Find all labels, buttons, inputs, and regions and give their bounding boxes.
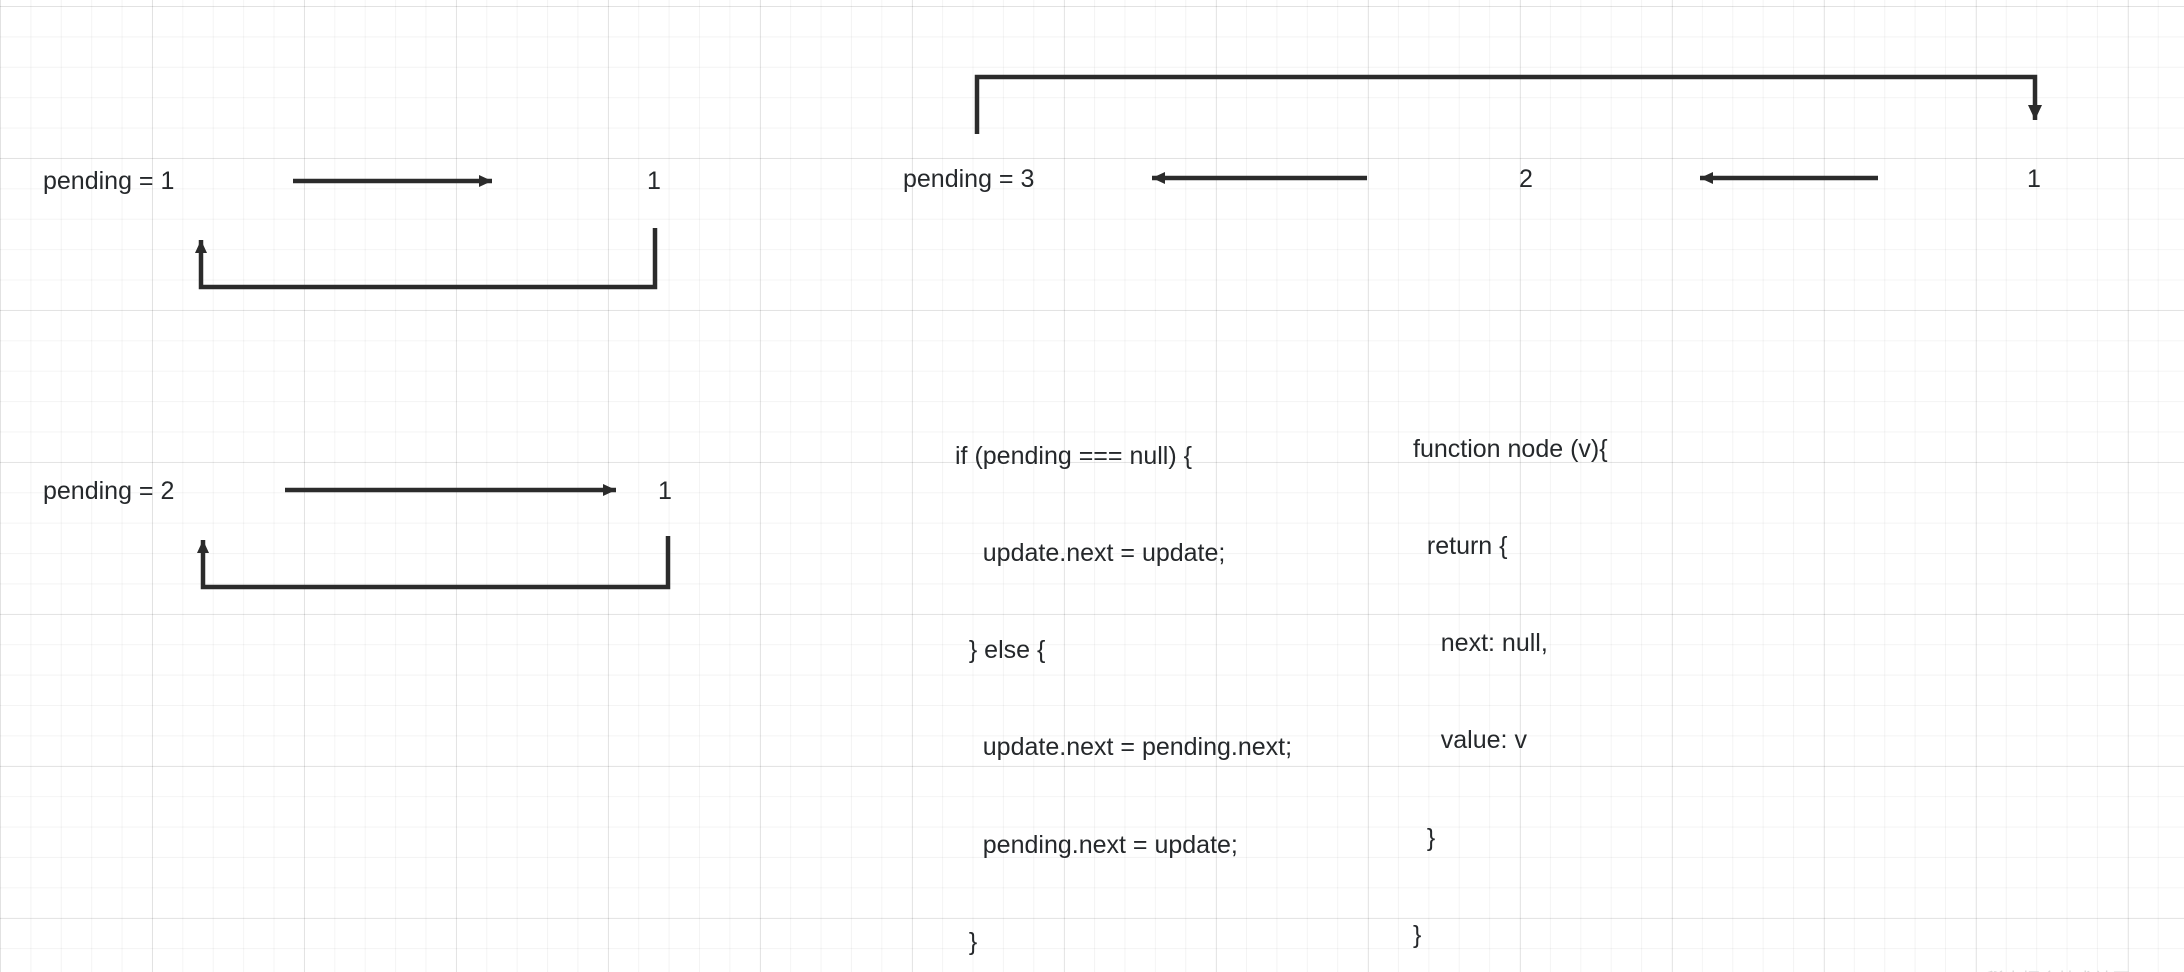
loopback-pending1 (195, 228, 658, 290)
code-line: pending.next = update; (955, 830, 1238, 859)
label-pending-3: pending = 3 (903, 165, 1035, 193)
code-line: function node (v){ (1413, 434, 1608, 463)
label-pending-2: pending = 2 (43, 477, 175, 505)
code-line: update.next = pending.next; (955, 733, 1293, 762)
code-line: next: null, (1413, 629, 1548, 658)
code-line: value: v (1413, 726, 1527, 755)
code-line: if (pending === null) { (955, 441, 1192, 470)
code-line: } (955, 927, 978, 956)
code-block-pending-update: if (pending === null) { update.next = up… (955, 375, 1292, 972)
diagram-pending-1-connectors (195, 175, 658, 290)
code-line: } (1413, 920, 1422, 949)
code-line: update.next = update; (955, 539, 1226, 568)
watermark-line-1: @稀土掘金技术社区 (1968, 969, 2148, 972)
code-block-node-linking: function node (v){ return { next: null, … (1413, 368, 1730, 972)
node-label-d2-1: 1 (658, 477, 672, 505)
watermark: @稀土掘金技术社区 @稀土掘金技术社区 (1968, 925, 2148, 972)
code-line: } (1413, 823, 1436, 852)
label-pending-1: pending = 1 (43, 167, 175, 195)
node-label-d3-1: 1 (2027, 165, 2041, 193)
code-line: } else { (955, 636, 1046, 665)
wraparound-pending3 (974, 74, 2042, 134)
diagram-pending-3-connectors (974, 74, 2042, 184)
node-label-d3-2: 2 (1519, 165, 1533, 193)
node-label-d1-1: 1 (647, 167, 661, 195)
loopback-pending2 (197, 536, 671, 590)
diagram-pending-2-connectors (197, 484, 671, 590)
code-line: return { (1413, 532, 1508, 561)
